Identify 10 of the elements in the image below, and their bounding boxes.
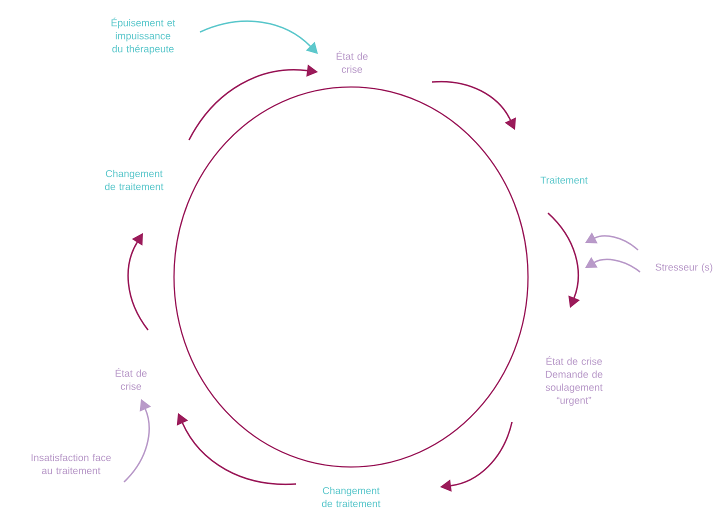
node-label: Changement de traitement bbox=[104, 170, 164, 190]
node-label: Traitement bbox=[540, 176, 588, 184]
node-label: État de crise Demande de soulagement “urgent” bbox=[546, 356, 603, 406]
node-label: Stresseur (s) bbox=[656, 263, 712, 273]
node-label: État de crise bbox=[336, 51, 368, 73]
node-label: Changement de traitement bbox=[322, 486, 380, 508]
node-label: État de crise bbox=[116, 368, 147, 390]
node-label: Insatisfaction face au traitement bbox=[32, 454, 111, 474]
arrow bbox=[200, 20, 318, 54]
node-label: Épuisement et impuissance du thérapeute bbox=[112, 18, 176, 54]
